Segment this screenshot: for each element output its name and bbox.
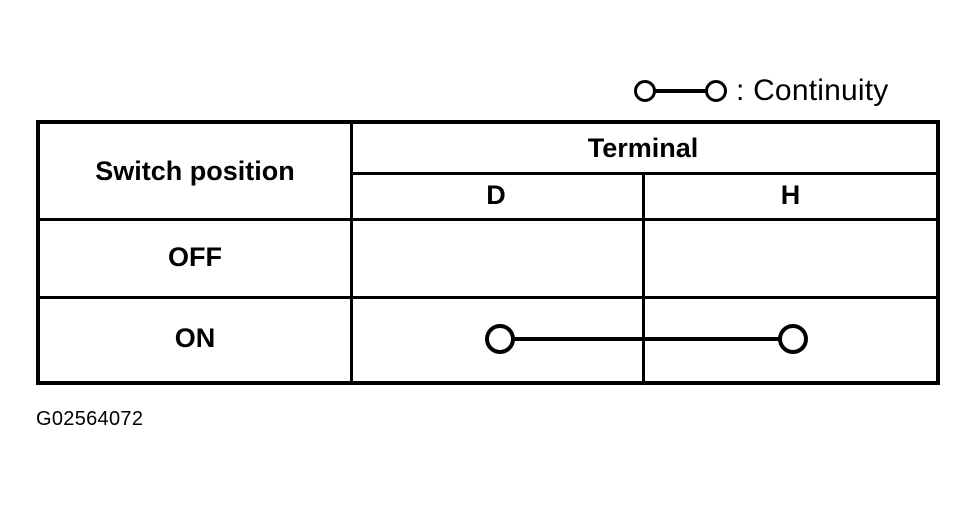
figure-caption: G02564072 [36, 408, 144, 430]
continuity-connection-line [513, 336, 804, 341]
table-divider-vertical-d-h [642, 172, 645, 381]
table-divider-terminal-subheader [350, 172, 936, 175]
header-terminal-d: D [486, 179, 506, 210]
header-terminal-h: H [780, 179, 801, 210]
continuity-terminal-circle-d [485, 323, 515, 354]
continuity-terminal-circle-h [778, 323, 808, 354]
continuity-legend: : Continuity [626, 66, 888, 116]
continuity-symbol [626, 74, 730, 108]
table-divider-vertical-main [350, 124, 353, 381]
table-divider-off-on [40, 296, 936, 299]
table-divider-header-body [40, 218, 936, 221]
header-terminal: Terminal [587, 132, 699, 163]
legend-label: : Continuity [736, 74, 889, 107]
row-label-on: ON [174, 323, 216, 353]
header-switch-position: Switch position [95, 155, 295, 186]
continuity-mark-on-row [350, 296, 936, 381]
continuity-table: Switch position Terminal D H OFF ON [36, 120, 940, 385]
row-label-off: OFF [168, 241, 222, 272]
legend-terminal-circle-right [705, 80, 727, 102]
legend-connection-line [652, 89, 709, 93]
legend-terminal-circle-left [634, 80, 656, 102]
